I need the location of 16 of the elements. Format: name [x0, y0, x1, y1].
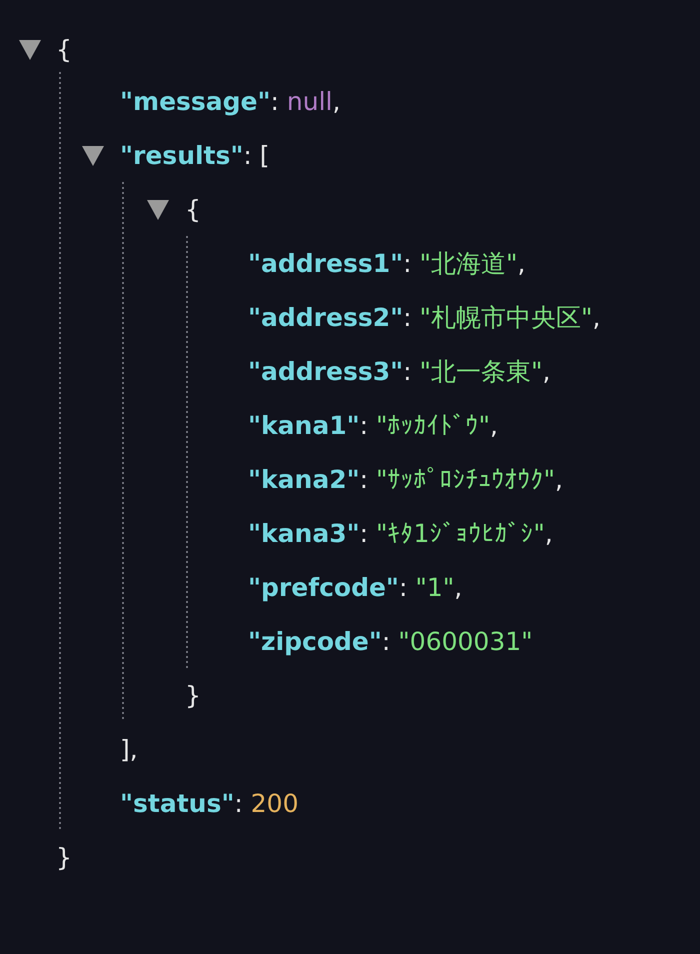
json-bracket: { [56, 34, 72, 66]
json-property-line: "kana2": "ｻｯﾎﾟﾛｼﾁｭｳｵｳｸ", [248, 464, 563, 496]
json-property-line: "prefcode": "1", [248, 572, 462, 604]
json-property-line: "address2": "札幌市中央区", [248, 302, 600, 334]
json-property-line: "address1": "北海道", [248, 248, 526, 280]
json-property-line: "kana3": "ｷﾀ1ｼﾞｮｳﾋｶﾞｼ", [248, 518, 553, 550]
json-property-line: "zipcode": "0600031" [248, 626, 533, 658]
json-bracket: "results": [ [120, 140, 270, 172]
json-bracket: } [185, 680, 201, 712]
json-property-line: "status": 200 [120, 788, 298, 820]
json-property-line: "address3": "北一条東", [248, 356, 550, 388]
json-property-line: "message": null, [120, 86, 340, 118]
json-bracket: ], [120, 734, 138, 766]
json-bracket: { [185, 194, 201, 226]
json-bracket: } [56, 842, 72, 874]
json-property-line: "kana1": "ﾎｯｶｲﾄﾞｳ", [248, 410, 498, 442]
